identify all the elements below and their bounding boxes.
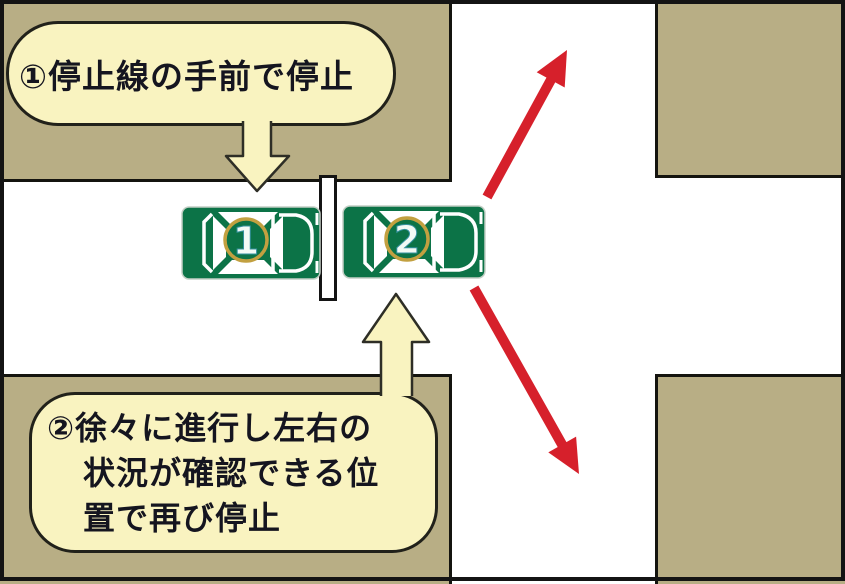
red-arrow-down-right-icon [469, 285, 579, 474]
car-2-number-ring [384, 216, 430, 262]
car-2-markings [363, 211, 483, 273]
car-2-number: 2 [394, 218, 420, 262]
car-2-body [342, 205, 486, 279]
car-1-body [181, 206, 321, 280]
block-top-right [655, 0, 845, 178]
callout-step1: ①停止線の手前で停止 [6, 21, 396, 126]
car-2: 2 [342, 205, 486, 279]
car-1-number: 1 [233, 219, 259, 263]
callout-step1-text: ①停止線の手前で停止 [19, 56, 354, 96]
callout-step2-line3: 置で再び停止 [83, 499, 282, 537]
car-1: 1 [181, 206, 321, 280]
callout-step2-line2: 状況が確認できる位 [83, 454, 380, 492]
stop-line [319, 175, 337, 301]
callout-step2-line1: ②徐々に進行し左右の [47, 409, 373, 447]
block-bottom-right [655, 374, 845, 584]
car-1-markings [202, 212, 319, 274]
car-1-number-ring [223, 217, 269, 263]
red-arrow-up-right-icon [482, 50, 567, 200]
callout-step2: ②徐々に進行し左右の 状況が確認できる位 置で再び停止 [29, 392, 438, 553]
